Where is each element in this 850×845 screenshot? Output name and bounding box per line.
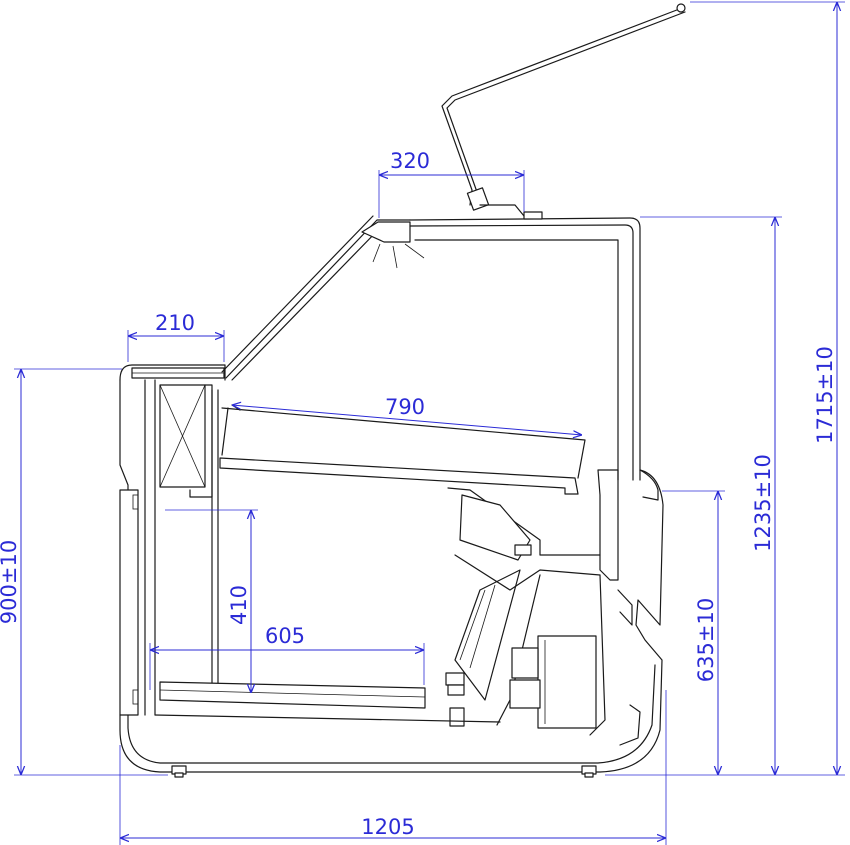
label-total-height: 1715±10 [813, 346, 837, 444]
label-counter-height: 900±10 [0, 540, 21, 624]
label-top-glass-depth: 320 [390, 149, 430, 173]
display-case-body [119, 469, 664, 778]
dimension-total-height: 1715±10 [605, 1, 845, 776]
compressor-unit [537, 635, 597, 729]
label-lower-shelf-length: 605 [265, 624, 305, 648]
dimension-rear-counter-height: 635±10 [662, 490, 725, 775]
label-glass-top-height: 1235±10 [751, 454, 775, 552]
label-rear-counter-height: 635±10 [694, 598, 718, 682]
dimension-glass-top-height: 1235±10 [640, 216, 782, 775]
dimension-top-shelf-depth: 210 [127, 311, 225, 362]
dimension-total-depth: 1205 [119, 690, 667, 845]
label-inner-height: 410 [227, 585, 251, 625]
glass-canopy [221, 3, 686, 481]
dimension-top-glass-depth: 320 [378, 149, 525, 218]
label-top-shelf-depth: 210 [155, 311, 195, 335]
lower-shelf [154, 681, 501, 723]
dimension-lower-shelf-length: 605 [149, 624, 425, 690]
dimension-upper-shelf-length: 790 [232, 395, 582, 435]
label-total-depth: 1205 [361, 815, 414, 839]
dimension-counter-height: 900±10 [0, 368, 168, 776]
front-door-panel [119, 489, 139, 716]
rear-machinery [445, 469, 659, 746]
dimension-inner-height: 410 [165, 509, 258, 693]
front-panel [119, 364, 226, 716]
label-upper-shelf-length: 790 [385, 395, 425, 419]
